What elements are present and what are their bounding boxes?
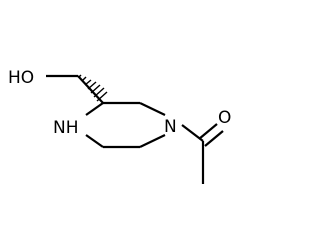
label-amine-nh: NH — [53, 118, 79, 138]
bond-carbonyl-oxygen-a — [198, 123, 218, 140]
bond-n1-c6 — [139, 134, 166, 148]
structure-diagram: HO NH N O — [8, 68, 231, 184]
label-hydroxyl: HO — [8, 68, 34, 88]
stereo-hash-bond — [78, 74, 108, 102]
label-carbonyl-o: O — [218, 108, 231, 128]
bond-c5-n4 — [85, 134, 104, 148]
bond-c2-n1 — [139, 102, 166, 116]
label-amide-n: N — [164, 117, 177, 137]
bond-carbonyl-oxygen-b — [204, 130, 224, 147]
bond-n4-c3 — [85, 102, 104, 116]
